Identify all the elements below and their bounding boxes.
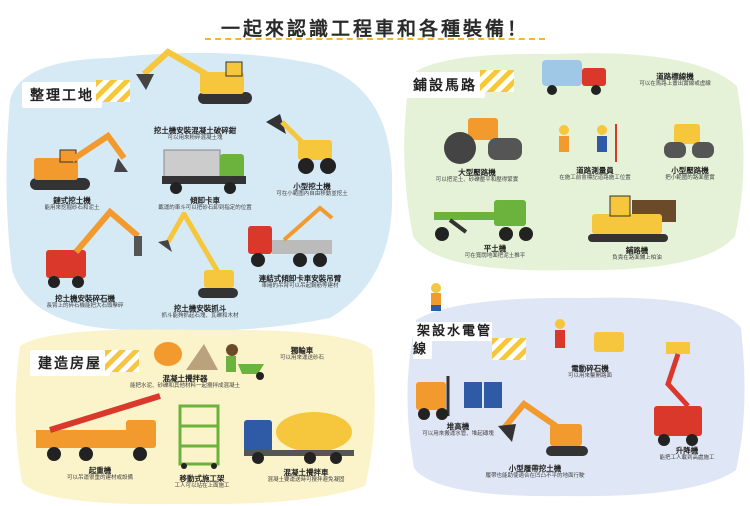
chain-excavator-icon [30,131,128,190]
mobile-scaffold-icon [178,404,220,469]
worker-icon [431,283,441,311]
crane-truck-icon [36,393,161,461]
wheelbarrow-icon [226,344,264,380]
concrete-mixer-icon [154,342,218,370]
item-large-roller: 大型壓路機 可以把泥土、砂礫壓平和壓得緊實 [435,168,519,183]
stripe-decoration [105,350,139,372]
item-concrete-mixer: 混凝土攪拌器 能把水泥、砂礫和其他材料一起攪拌成混凝土 [130,374,241,389]
item-forklift: 堆高機 可以用來搬運水管、堆起磚塊 [422,422,494,437]
title-underline [205,38,545,40]
item-crane-truck: 起重機 可以吊運很重的建材或設備 [66,466,133,481]
section-title-site: 整理工地 [22,82,102,108]
crane-dump-truck-icon [248,205,334,267]
concrete-mixer-truck-icon [244,412,354,464]
item-excavator-crusher: 挖土機安裝混凝土破碎鉗 可以用來粉碎混凝土塊 [153,126,237,141]
page-title: 一起來認識工程車和各種裝備！ [220,18,529,40]
section-title-utility: 架設水電管線 [405,320,509,362]
line-marking-machine-icon [542,60,606,95]
small-loader-icon [266,114,336,174]
dump-truck-icon [162,149,246,194]
item-grader: 平土機 可在寬闊地面把泥土推平 [464,244,526,259]
excavator-breaker-icon [46,207,142,288]
stripe-decoration [96,80,130,102]
item-small-loader: 小型挖土機 可在小範圍內自由移動並挖土 [276,182,348,197]
large-roller-icon [444,118,522,164]
aerial-lift-icon [654,342,702,446]
small-roller-icon [664,124,714,158]
section-title-house: 建造房屋 [30,350,110,376]
item-excavator-grapple: 挖土機安裝抓斗 抓斗能夠抓起石塊、瓦礫和木材 [161,304,239,319]
item-chain-excavator: 鏈式挖土機 能用來挖掘砂石和泥土 [44,196,100,211]
excavator-crusher-icon [136,48,252,104]
item-road-surveyor: 道路測量員 在施工前會標記道路施工位置 [559,166,631,181]
item-mobile-scaffold: 移動式施工架 工人可以站在上面施工 [174,474,230,489]
item-crane-dump-truck: 連結式傾卸卡車安裝吊臂 車廂的吊臂可以吊起鋼筋等建材 [258,274,342,289]
item-electric-breaker: 電動碎石機 可以用來鑿開路面 [567,364,612,379]
item-wheelbarrow: 獨輪車 可以用來運送砂石 [279,346,324,361]
item-paver: 鋪路機 負責在路面鋪上柏油 [612,246,662,261]
forklift-icon [416,376,502,420]
paver-icon [588,195,676,242]
excavator-grapple-icon [158,212,238,298]
item-dump-truck: 傾卸卡車 載運的車斗可以把砂石卸到指定的位置 [158,196,252,211]
road-surveyor-icon [559,124,617,162]
item-aerial-lift: 升降機 能把工人載到高處施工 [659,446,715,461]
item-small-roller: 小型壓路機 把小範圍的路面壓實 [665,166,715,181]
stripe-decoration [492,338,526,360]
bg-region-utility [407,297,745,497]
mini-crawler-excavator-icon [498,399,588,456]
item-excavator-breaker: 挖土機安裝碎石機 長臂上的碎石機能把大石頭擊碎 [46,294,124,309]
section-title-utility-text: 架設水電管線 [413,322,493,360]
stripe-decoration [480,70,514,92]
item-concrete-mixer-truck: 混凝土攪拌車 混凝土要運送時可攪拌避免凝固 [267,468,345,483]
item-mini-crawler-excavator: 小型履帶挖土機 履帶也能助使適合在凹凸不平的地面行駛 [485,464,585,479]
grader-icon [434,200,533,241]
section-title-road: 鋪設馬路 [405,72,485,98]
item-line-marking: 道路標線機 可以在馬路上畫出實線或虛線 [639,72,711,87]
electric-breaker-icon [555,319,624,352]
